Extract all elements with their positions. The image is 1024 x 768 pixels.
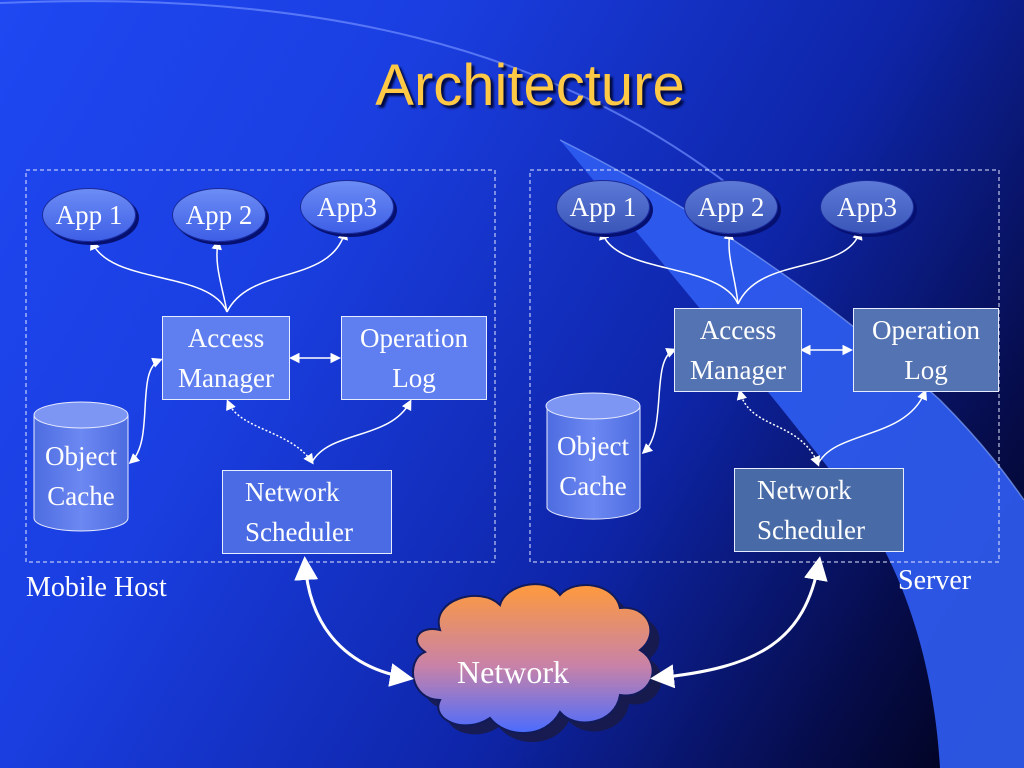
mobile-app1-node: App 1 <box>42 188 136 242</box>
mobile-access-manager-line2: Manager <box>178 363 274 393</box>
server-app3-node: App3 <box>820 180 914 234</box>
mobile-access-manager-node: Access Manager <box>162 316 290 400</box>
server-app2-node: App 2 <box>684 180 778 234</box>
mobile-network-scheduler-line1: Network <box>245 477 340 507</box>
conn-am-app3-mobile <box>226 229 348 313</box>
server-operation-log-line2: Log <box>904 355 948 385</box>
server-operation-log-node: Operation Log <box>853 308 999 392</box>
conn-am-app1-mobile <box>90 239 228 313</box>
swoosh-faint <box>0 0 761 211</box>
mobile-access-manager-line1: Access <box>187 323 265 353</box>
server-network-scheduler-line2: Scheduler <box>757 515 865 545</box>
server-object-cache-line1: Object <box>557 431 629 461</box>
server-label: Server <box>898 565 972 596</box>
mobile-operation-log-node: Operation Log <box>341 316 487 400</box>
server-object-cache-line2: Cache <box>559 471 627 501</box>
conn-cache-am-mobile <box>128 357 163 465</box>
conn-ns-network-mobile <box>294 556 414 687</box>
mobile-host-frame <box>25 169 496 563</box>
conn-am-app1-server <box>599 229 739 305</box>
mobile-network-scheduler-line2: Scheduler <box>245 517 353 547</box>
swoosh-band <box>560 140 1024 768</box>
server-object-cache-label: Object Cache <box>542 426 644 506</box>
server-network-scheduler-node: Network Scheduler <box>734 468 904 552</box>
server-app1-node: App 1 <box>556 180 650 234</box>
network-label: Network <box>457 654 569 690</box>
mobile-app3-node: App3 <box>300 180 394 234</box>
server-access-manager-line2: Manager <box>690 355 786 385</box>
conn-ns-log-server <box>817 389 927 465</box>
mobile-object-cache-cylinder <box>33 401 129 532</box>
conn-am-app2-server <box>723 229 739 305</box>
mobile-object-cache-line2: Cache <box>47 481 115 511</box>
conn-cache-am-server <box>641 348 677 455</box>
slide-title: Architecture <box>375 53 685 118</box>
server-access-manager-node: Access Manager <box>674 308 802 392</box>
mobile-host-label: Mobile Host <box>26 572 167 603</box>
mobile-object-cache-label: Object Cache <box>30 436 132 516</box>
conn-am-app3-server <box>737 229 863 305</box>
mobile-object-cache-line1: Object <box>45 441 117 471</box>
conn-network-ns-server <box>650 556 828 689</box>
mobile-operation-log-line2: Log <box>392 363 436 393</box>
server-object-cache-cylinder <box>545 392 641 520</box>
conn-am-ns-mobile <box>226 399 314 465</box>
server-network-scheduler-line1: Network <box>757 475 852 505</box>
mobile-app2-node: App 2 <box>172 188 266 242</box>
server-access-manager-line1: Access <box>699 315 777 345</box>
network-cloud <box>412 583 662 743</box>
conn-am-app2-mobile <box>211 239 228 313</box>
mobile-network-scheduler-node: Network Scheduler <box>222 470 392 554</box>
mobile-operation-log-line1: Operation <box>360 323 468 353</box>
server-operation-log-line1: Operation <box>872 315 980 345</box>
conn-ns-log-mobile <box>311 399 412 463</box>
